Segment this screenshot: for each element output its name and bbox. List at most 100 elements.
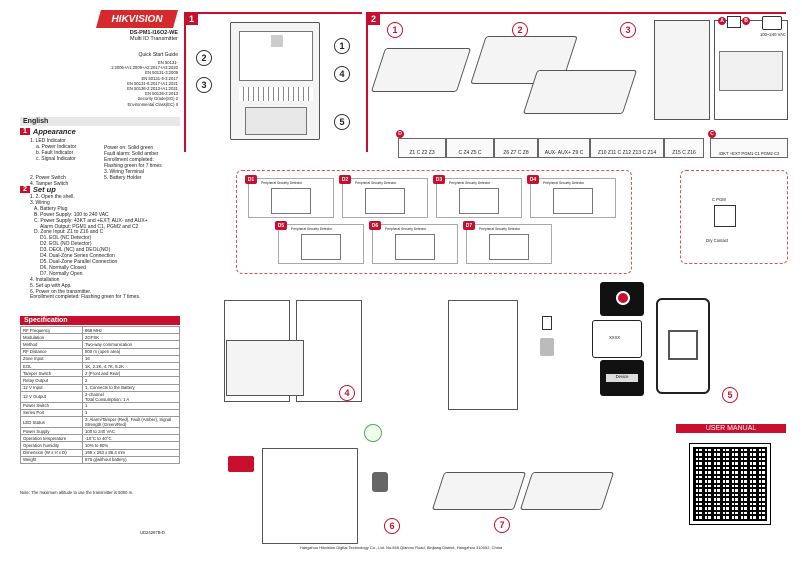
spec-label: Power Supply [20, 427, 83, 436]
spec-value: 800 m (open area) [82, 347, 180, 356]
hikvision-logo: HIKVISION [96, 10, 178, 28]
relay-caption: Dry Contact [706, 238, 729, 243]
spec-value: 3: Alarm/Tamper (Red), Fault (Amber), Si… [82, 416, 180, 429]
detector-box [395, 234, 435, 260]
spec-note: Note: The maximum altitude to use the tr… [20, 490, 134, 495]
marker-a: A [718, 17, 726, 25]
terminal-strip-d: Z1 C Z2 Z3 C Z4 Z5 C Z6 Z7 C Z8 AUX- AUX… [398, 138, 704, 158]
marker-c: C [708, 130, 716, 138]
wiring-caption: Peripheral Security Detector [291, 227, 333, 231]
step-2: 2 [512, 22, 528, 38]
power-plug-icon [540, 338, 554, 356]
spec-value: 868 MHz [82, 325, 180, 335]
setup-steps: 1. 2. Open the shell.3. Wiring A. Batter… [30, 194, 148, 301]
detector-box [271, 188, 311, 214]
spec-value: 16 [82, 354, 180, 363]
wiring-caption: Peripheral Security Detector [261, 181, 303, 185]
spec-label: Dimension (W x H x D) [20, 448, 83, 457]
adapter-plug-icon [372, 472, 388, 492]
spec-value: 1 [82, 401, 180, 410]
terminal-group: Z15 C Z16 [664, 138, 704, 158]
setup-heading: 2 Set up [20, 185, 56, 194]
battery-install-view [448, 300, 518, 410]
spec-value: -10°C to 40°C [82, 434, 180, 443]
spec-value: Two-way communication [82, 340, 180, 349]
app-device-screen: XXXX [592, 320, 642, 358]
step-7: 7 [494, 517, 510, 533]
callout-1: 1 [334, 38, 350, 54]
user-manual-heading: USER MANUAL [676, 424, 786, 433]
spec-label: Modulation [20, 333, 83, 342]
spec-row: Dimension (W x H x D)199 x 263 x 86.4 mm [20, 448, 180, 457]
terminal-group: AUX- AUX+ Z9 C [538, 138, 590, 158]
spec-label: Tamper Switch [20, 369, 83, 378]
spec-value: 2-channel Total Consumption: 1 A [82, 390, 180, 403]
spec-label: Relay Output [20, 376, 83, 385]
spec-value: 2 (Front and Rear) [82, 369, 180, 378]
zone-wiring-diagrams [236, 170, 632, 274]
panel-1-number: 1 [185, 13, 198, 25]
step-5: 5 [722, 387, 738, 403]
detector-box [365, 188, 405, 214]
guide-title: Quick Start Guide [138, 52, 178, 58]
open-shell-illustration-1 [370, 48, 472, 92]
callout-5: 5 [334, 114, 350, 130]
wiring-tag: D6 [369, 221, 381, 230]
step-3: 3 [620, 22, 636, 38]
detector-box [459, 188, 499, 214]
spec-label: Method [20, 340, 83, 349]
wiring-tag: D2 [339, 175, 351, 184]
close-shell-illustration-2 [519, 472, 615, 510]
mount-front-view [296, 300, 362, 402]
spec-value: 1 [82, 408, 180, 418]
terminal-group: Z1 C Z2 Z3 [398, 138, 446, 158]
appearance-items: 1. LED Indicator a. Power Indicator b. F… [30, 138, 77, 187]
wiring-tag: D4 [527, 175, 539, 184]
wiring-caption: Peripheral Security Detector [355, 181, 397, 185]
spec-label: Power Switch [20, 401, 83, 410]
power-outlet-icon [762, 16, 782, 30]
spec-label: Weight [20, 455, 83, 465]
green-led-icon [364, 424, 382, 442]
step-6: 6 [384, 518, 400, 534]
spec-label: EOL [20, 361, 83, 371]
terminal-strip-c: 43KT +EXT PGM1 C1 PGM2 C2 [710, 138, 788, 158]
power-supply-label: 100~240 VAC [760, 32, 786, 37]
user-manual-qr-code[interactable] [689, 443, 771, 525]
spec-value: 1, Connects to the Battery [82, 383, 180, 392]
wiring-tag: D7 [463, 221, 475, 230]
doc-id: UD24267B-D [140, 530, 165, 535]
mount-inner-view [226, 340, 304, 396]
spec-value: 199 x 263 x 86.4 mm [82, 448, 180, 457]
panel-2-number: 2 [367, 13, 380, 25]
device-front-view [230, 22, 320, 140]
product-name: Multi IO Transmitter [130, 36, 178, 42]
callout-4: 4 [334, 66, 350, 82]
relay-output-diagram [680, 170, 788, 264]
app-add-screen: Device [600, 360, 644, 396]
spec-label: RF Distance [20, 347, 83, 356]
spec-label: RF Frequency [20, 325, 83, 335]
spec-label: Operation temperature [20, 434, 83, 443]
wiring-caption: Peripheral Security Detector [479, 227, 521, 231]
spec-value: 2 [82, 376, 180, 385]
terminal-group: Z6 Z7 C Z8 [494, 138, 538, 158]
step-4: 4 [339, 385, 355, 401]
wiring-tag: D5 [275, 221, 287, 230]
